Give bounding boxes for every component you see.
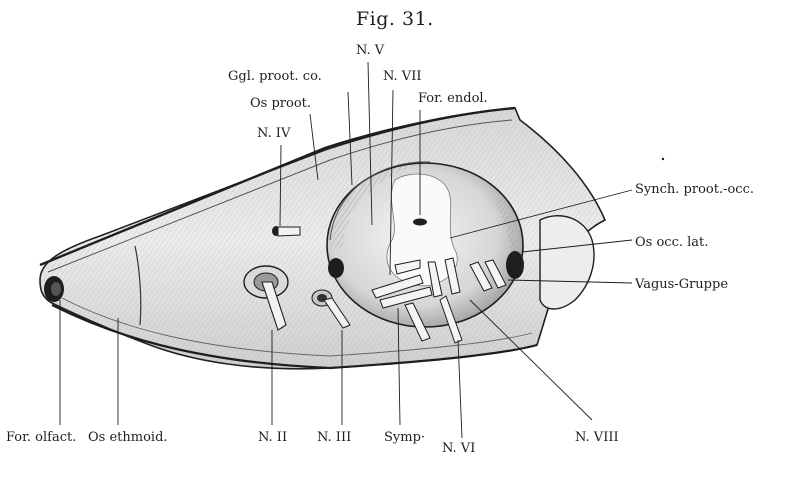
endolymph-foramen xyxy=(413,219,427,226)
label-n-iii: N. III xyxy=(317,431,351,445)
label-n-vii: N. VII xyxy=(383,70,421,84)
label-os-ethmoid: Os ethmoid. xyxy=(88,431,168,445)
label-ggl-proot: Ggl. proot. co. xyxy=(228,70,322,84)
label-os-occ: Os occ. lat. xyxy=(635,236,708,250)
label-n-vi: N. VI xyxy=(442,442,475,456)
occipital-lobe xyxy=(540,216,594,309)
label-for-olfact: For. olfact. xyxy=(6,431,76,445)
label-for-endol: For. endol. xyxy=(418,92,488,106)
label-os-proot: Os proot. xyxy=(250,97,311,111)
label-n-viii: N. VIII xyxy=(575,431,619,445)
label-vagus: Vagus-Gruppe xyxy=(635,278,728,292)
label-synch: Synch. proot.-occ. xyxy=(635,183,754,197)
label-n-ii: N. II xyxy=(258,431,287,445)
label-n-iv: N. IV xyxy=(257,127,290,141)
figure-title: Fig. 31. xyxy=(356,8,434,30)
label-symp: Symp· xyxy=(384,431,425,445)
label-n-v: N. V xyxy=(356,44,384,58)
